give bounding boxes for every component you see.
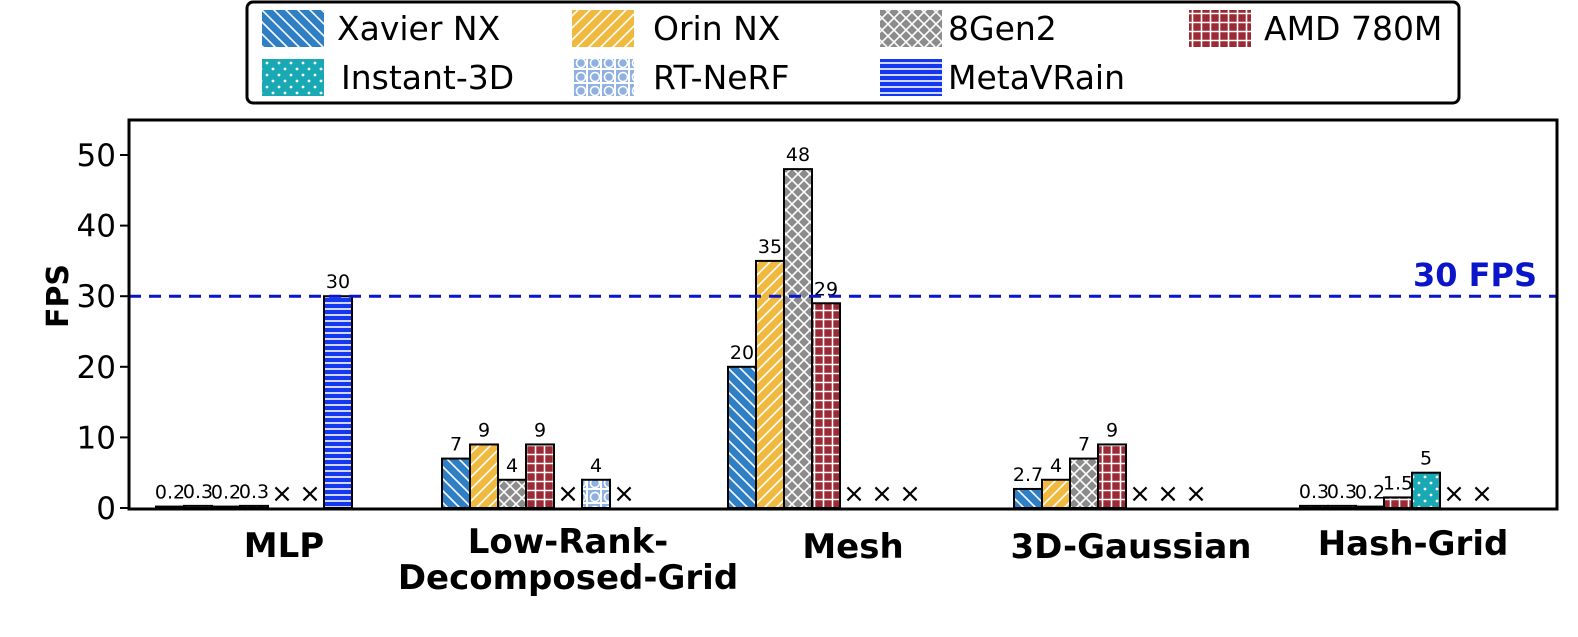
bar xyxy=(1411,471,1441,510)
bar xyxy=(727,365,757,509)
bar xyxy=(469,443,499,509)
bar xyxy=(497,478,527,510)
legend-label-amd-780m: AMD 780M xyxy=(1264,9,1442,48)
bars xyxy=(155,168,1441,510)
bar-value-label: 0.3 xyxy=(183,481,213,503)
bar-value-label: 2.7 xyxy=(1013,464,1043,486)
bar-value-label: 9 xyxy=(478,419,490,441)
bar xyxy=(755,259,785,509)
y-tick-label: 20 xyxy=(77,350,116,386)
bar-value-label: 4 xyxy=(506,455,518,477)
bar-value-label: 0.3 xyxy=(239,481,269,503)
bar xyxy=(1041,478,1071,510)
bar-value-label: 0.2 xyxy=(155,482,185,504)
legend-swatch-xavier-nx xyxy=(262,10,324,47)
y-axis: 0 10 20 30 40 50 xyxy=(77,138,129,527)
legend-swatch-instant-3d xyxy=(262,59,324,96)
bar xyxy=(1097,443,1127,509)
legend-label-xavier-nx: Xavier NX xyxy=(337,9,500,48)
bar xyxy=(581,478,611,510)
bar-value-label: 48 xyxy=(786,144,810,166)
bar-value-label: 30 xyxy=(326,271,350,293)
y-tick-label: 10 xyxy=(77,420,116,456)
legend-label-8gen2: 8Gen2 xyxy=(948,9,1057,48)
x-category-label: Low-Rank-Decomposed-Grid xyxy=(398,522,738,598)
bar xyxy=(1069,457,1099,509)
bar xyxy=(1383,496,1413,510)
bar-value-label: 5 xyxy=(1420,448,1432,470)
legend-label-orin-nx: Orin NX xyxy=(653,9,780,48)
legend-swatch-amd-780m xyxy=(1189,10,1251,47)
x-category-label: Hash-Grid xyxy=(1318,524,1509,564)
x-category-label: 3D-Gaussian xyxy=(1011,527,1252,567)
y-tick-label: 30 xyxy=(77,279,116,315)
bar-not-supported-marker: × xyxy=(1157,479,1179,509)
bar xyxy=(323,295,353,510)
legend: Xavier NX Orin NX 8Gen2 AMD 780M Instant-3D R… xyxy=(245,0,1461,105)
x-category-label: Mesh xyxy=(802,527,903,567)
reference-line-label: 30 FPS xyxy=(1413,256,1537,294)
legend-swatch-orin-nx xyxy=(572,10,634,47)
bar-not-supported-marker: × xyxy=(899,479,921,509)
bar-not-supported-marker: × xyxy=(843,479,865,509)
legend-swatch-rt-nerf xyxy=(572,59,634,96)
legend-swatch-8gen2 xyxy=(880,10,942,47)
bar-not-supported-marker: × xyxy=(1443,479,1465,509)
bar-value-label: 4 xyxy=(1050,455,1062,477)
legend-swatch-metavrain xyxy=(880,59,942,96)
bar-value-label: 0.3 xyxy=(1299,481,1329,503)
bar-value-label: 0.3 xyxy=(1327,481,1357,503)
bar-not-supported-marker: × xyxy=(871,479,893,509)
bar-not-supported-marker: × xyxy=(613,479,635,509)
bar-value-label: 35 xyxy=(758,236,782,258)
x-category-label: MLP xyxy=(244,526,324,566)
bar xyxy=(441,457,471,509)
bar-value-label: 20 xyxy=(730,342,754,364)
bar xyxy=(1013,487,1043,509)
bar-value-label: 9 xyxy=(534,419,546,441)
bar-not-supported-marker: × xyxy=(271,479,293,509)
bar-value-label: 4 xyxy=(590,455,602,477)
bar-value-label: 0.2 xyxy=(211,482,241,504)
legend-label-rt-nerf: RT-NeRF xyxy=(653,58,789,97)
legend-label-instant-3d: Instant-3D xyxy=(341,58,514,97)
bar-not-supported-marker: × xyxy=(1185,479,1207,509)
legend-label-metavrain: MetaVRain xyxy=(948,58,1125,97)
legend-box xyxy=(245,0,1461,105)
bar-value-label: 9 xyxy=(1106,419,1118,441)
bar xyxy=(811,302,841,510)
bar xyxy=(525,443,555,509)
plot-frame xyxy=(127,118,1559,511)
bar-value-label: 7 xyxy=(1078,434,1090,456)
bar-value-label: 0.2 xyxy=(1355,482,1385,504)
bar xyxy=(783,168,813,509)
bar-not-supported-marker: × xyxy=(299,479,321,509)
bar-value-label: 7 xyxy=(450,434,462,456)
bar-not-supported-marker: × xyxy=(557,479,579,509)
bar-not-supported-marker: × xyxy=(1471,479,1493,509)
y-axis-label: FPS xyxy=(41,264,76,328)
bar-not-supported-marker: × xyxy=(1129,479,1151,509)
x-axis: MLP Low-Rank-Decomposed-Grid Mesh 3D-Gaussi… xyxy=(244,522,1509,598)
y-tick-label: 50 xyxy=(77,138,116,174)
bar-value-label: 1.5 xyxy=(1383,472,1413,494)
y-tick-label: 40 xyxy=(77,209,116,245)
legend-items: Xavier NX Orin NX 8Gen2 AMD 780M Instant-3D R… xyxy=(262,9,1442,97)
y-tick-label: 0 xyxy=(96,491,116,527)
